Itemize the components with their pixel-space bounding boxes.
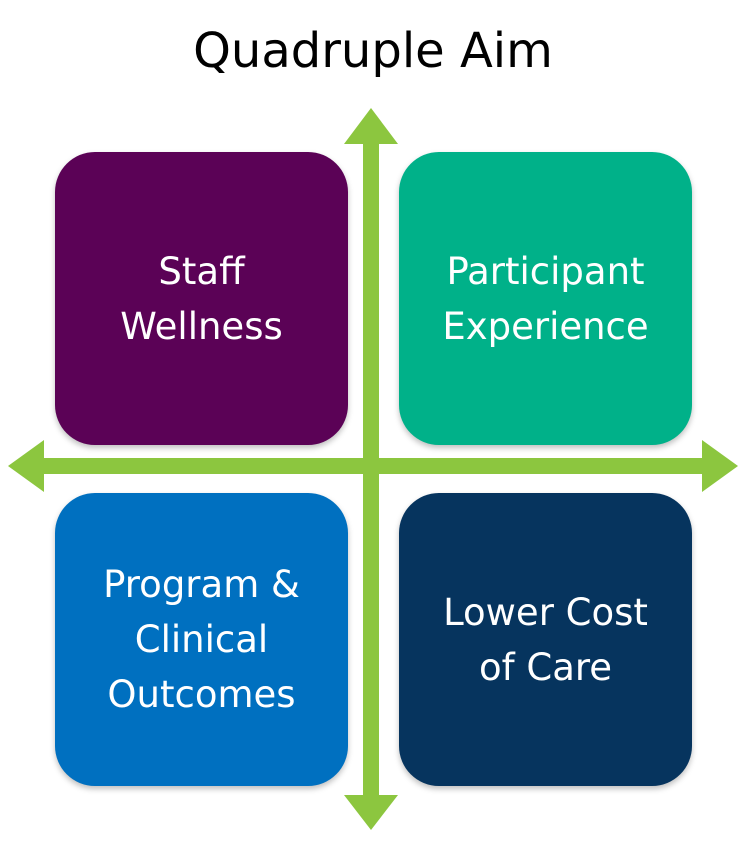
right-arrowhead	[702, 440, 738, 492]
left-arrowhead	[8, 440, 44, 492]
quadrant-label: Staff Wellness	[120, 249, 283, 348]
up-arrowhead	[344, 108, 398, 144]
quadrant-label: Program & Clinical Outcomes	[103, 563, 300, 716]
quadrant-staff-wellness: Staff Wellness	[55, 152, 348, 445]
down-arrowhead	[344, 795, 398, 830]
quadrant-lower-cost-of-care: Lower Cost of Care	[399, 493, 692, 786]
horizontal-axis-arrow	[30, 458, 720, 474]
quadrant-label: Lower Cost of Care	[443, 590, 648, 689]
diagram-title: Quadruple Aim	[193, 23, 553, 79]
quadrant-program-clinical-outcomes: Program & Clinical Outcomes	[55, 493, 348, 786]
quadrant-participant-experience: Participant Experience	[399, 152, 692, 445]
quadrant-label: Participant Experience	[442, 249, 649, 348]
